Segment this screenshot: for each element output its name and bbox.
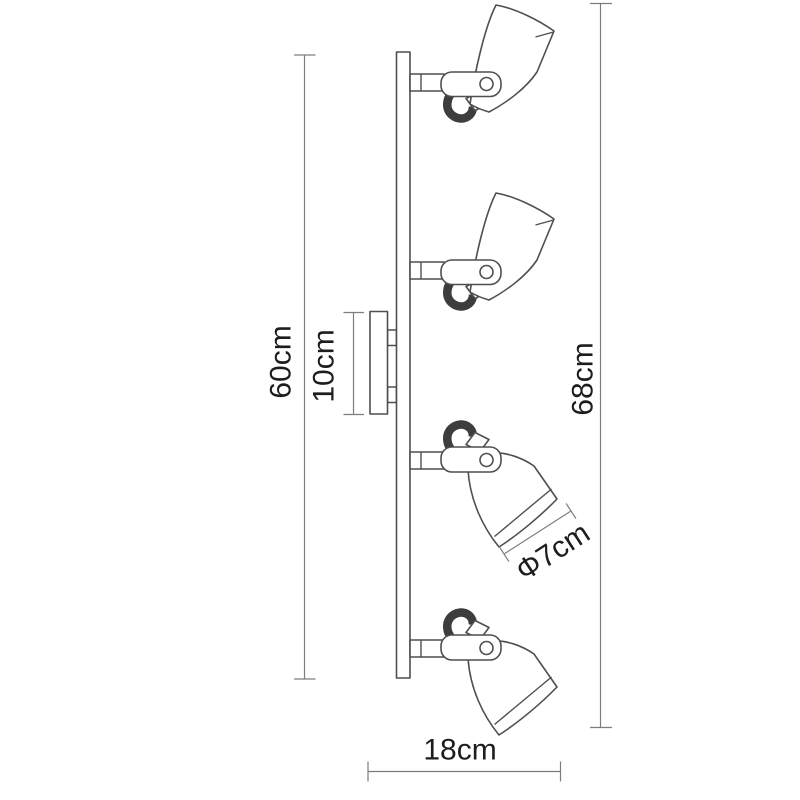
dimension-60cm: 60cm (265, 54, 316, 680)
canopy-plate (369, 310, 389, 415)
spotlight-head-4 (410, 613, 557, 735)
dimension-10cm-label: 10cm (308, 329, 341, 402)
dimension-68cm-label: 68cm (567, 342, 600, 415)
dimension-18cm: 18cm (367, 734, 562, 782)
canopy-connector (386, 329, 398, 347)
canopy-connector (386, 386, 398, 404)
spotlight-head-2 (410, 193, 554, 306)
mounting-bar (395, 51, 411, 679)
dimension-18cm-label: 18cm (423, 734, 496, 767)
dimension-60cm-label: 60cm (265, 325, 298, 398)
dimension-line (503, 510, 572, 555)
dimension-end-cap (498, 546, 510, 562)
dimension-end-cap (565, 503, 577, 519)
dimension-68cm: 68cm (567, 2, 612, 729)
ceiling-canopy (369, 310, 398, 415)
dimension-10cm: 10cm (308, 311, 364, 416)
spotlight-head-3 (410, 425, 557, 547)
spotlight-head-1 (410, 5, 554, 118)
